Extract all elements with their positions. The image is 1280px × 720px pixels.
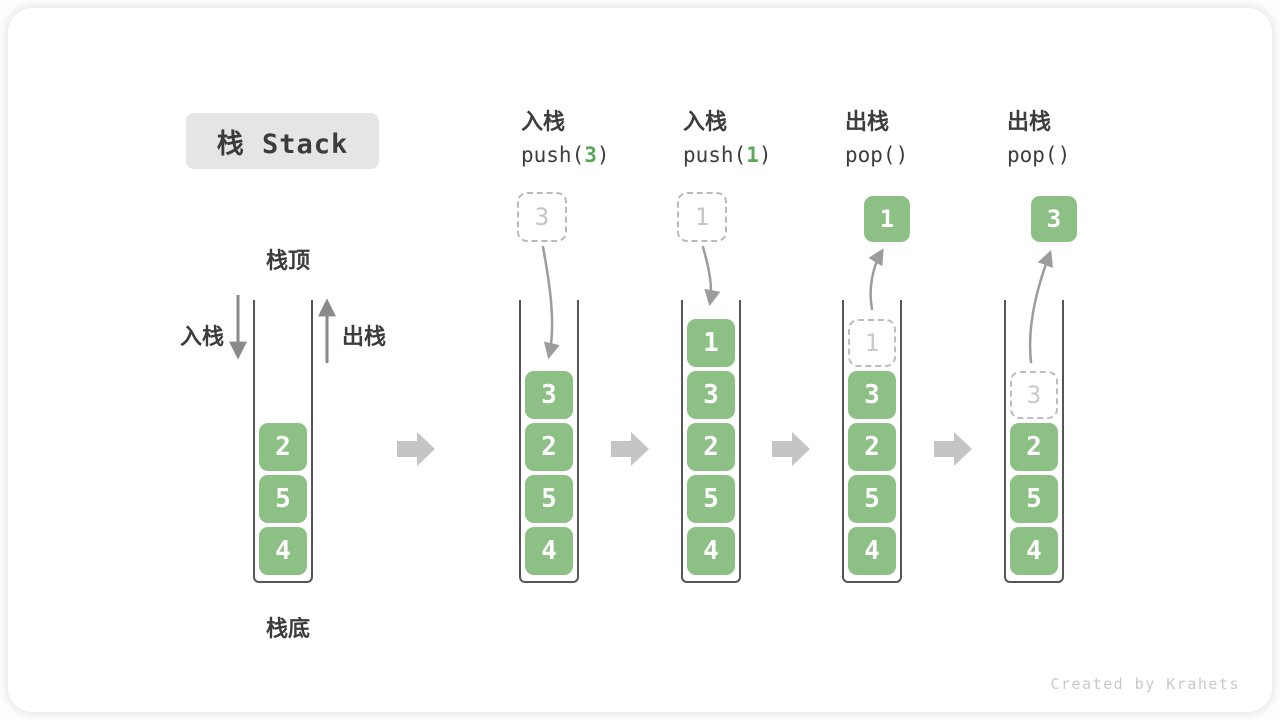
- credit-text: Created by Krahets: [1050, 675, 1240, 693]
- stack-cell: 2: [259, 423, 307, 471]
- stack-cell: 5: [687, 475, 735, 523]
- step-header-push-1: 入栈 push(1): [683, 104, 772, 167]
- step-op-label: 入栈: [521, 109, 566, 134]
- step-op-label: 出栈: [845, 109, 890, 134]
- stack-cell: 2: [1010, 423, 1058, 471]
- step-op-label: 入栈: [683, 109, 728, 134]
- step-code-label: pop(): [1007, 143, 1071, 167]
- stack-cell: 5: [525, 475, 573, 523]
- stack-bottom-label: 栈底: [265, 616, 310, 641]
- stack-cell: 5: [848, 475, 896, 523]
- stack-cell: 5: [1010, 475, 1058, 523]
- stack-cell: 5: [259, 475, 307, 523]
- stack-container: [253, 300, 313, 583]
- push-direction-label: 入栈: [179, 324, 224, 349]
- stack-cell: 3: [848, 371, 896, 419]
- step-header-pop-1: 出栈 pop(): [845, 104, 908, 167]
- pop-direction-label: 出栈: [342, 324, 387, 349]
- step-header-push-3: 入栈 push(3): [521, 104, 610, 167]
- stack-container: [1004, 300, 1064, 583]
- stack-cell: 2: [525, 423, 573, 471]
- stack-container: [681, 300, 741, 583]
- stack-container: [519, 300, 579, 583]
- popped-element-box: 3: [1031, 196, 1077, 242]
- step-op-label: 出栈: [1007, 109, 1052, 134]
- stack-cell: 4: [259, 527, 307, 575]
- removed-element-ghost: 1: [848, 319, 896, 367]
- stack-cell: 4: [525, 527, 573, 575]
- incoming-element-box: 3: [517, 192, 567, 242]
- step-code-label: push(1): [683, 143, 772, 167]
- incoming-element-box: 1: [677, 192, 727, 242]
- removed-element-ghost: 3: [1010, 371, 1058, 419]
- diagram-title: 栈 Stack: [186, 113, 379, 169]
- stack-cell: 3: [525, 371, 573, 419]
- step-code-label: push(3): [521, 143, 610, 167]
- stack-top-label: 栈顶: [265, 248, 310, 273]
- popped-element-box: 1: [864, 196, 910, 242]
- stack-cell: 2: [687, 423, 735, 471]
- step-header-pop-3: 出栈 pop(): [1007, 104, 1070, 167]
- stack-cell: 4: [1010, 527, 1058, 575]
- stack-container: [842, 300, 902, 583]
- stack-cell: 2: [848, 423, 896, 471]
- step-code-label: pop(): [845, 143, 909, 167]
- stack-cell: 3: [687, 371, 735, 419]
- stack-cell: 1: [687, 319, 735, 367]
- stack-cell: 4: [687, 527, 735, 575]
- stack-cell: 4: [848, 527, 896, 575]
